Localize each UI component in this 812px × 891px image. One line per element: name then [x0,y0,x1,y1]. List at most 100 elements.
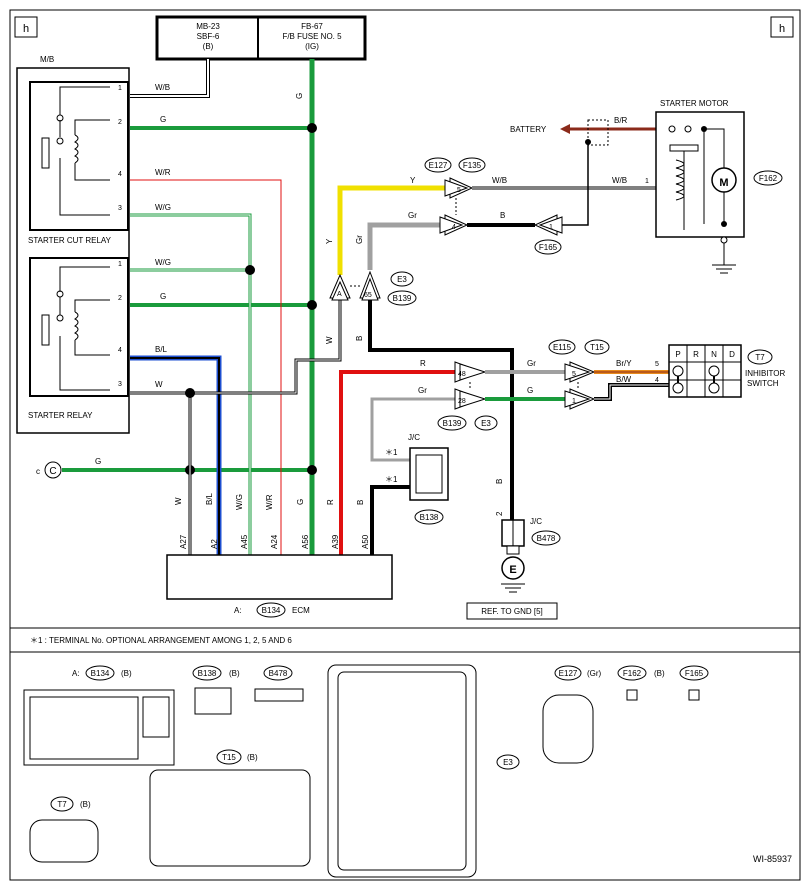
corner-mark-left-text: h [23,23,29,35]
wire-gr-vertical: Gr [355,235,364,244]
pin-b139-a: A [337,291,342,298]
svg-text:F165: F165 [685,669,704,678]
svg-text:B134: B134 [91,669,110,678]
wire-g-t15: G [527,386,533,395]
wire-wg-2: W/G [155,258,171,267]
jc-label-1: J/C [408,433,420,442]
wire-gr-small: Gr [418,386,427,395]
starter-cut-relay-title: STARTER CUT RELAY [28,236,112,245]
ecm-wire-wr: W/R [265,494,274,510]
svg-text:F162: F162 [623,669,642,678]
conn-t15: T15 [590,343,604,352]
mb-label: M/B [40,55,54,64]
connector-view-f165: F165 [679,665,709,701]
ecm-wire-b: B [356,500,365,505]
svg-text:B138: B138 [198,669,217,678]
fuse-left-line1: MB-23 [196,22,220,31]
wire-b-f165: B [500,211,505,220]
ecm-label-prefix: A: [234,606,242,615]
wire-bw: B/W [616,375,632,384]
starter-motor-title: STARTER MOTOR [660,99,729,108]
pin-t15-1: 1 [572,398,576,405]
connector-view-b134: A: B134 (B) [23,665,175,766]
footnote: ＊1 : TERMINAL No. OPTIONAL ARRANGEMENT A… [30,636,292,645]
ecm-pin-a2: A2 [210,539,219,549]
ecm-label-suffix: ECM [292,606,310,615]
conn-f135: F135 [463,161,482,170]
sr-pin-4: 4 [118,347,122,354]
conn-e127: E127 [429,161,448,170]
conn-b139-top: B139 [393,294,412,303]
pin-t7-4: 4 [655,377,659,384]
starter-relay [29,257,129,397]
pin-e127-4: 4 [452,224,456,231]
doc-id: WI-85937 [753,854,792,864]
conn-e3-top: E3 [397,275,407,284]
connector-view-e127: E127 (Gr) [542,665,602,764]
ecm-pin-a56: A56 [301,534,310,549]
wire-bl: B/L [155,345,168,354]
wire-br: B/R [614,116,628,125]
connector-view-e3: E3 [327,664,520,878]
wire-gr: Gr [408,211,417,220]
ecm-wire-wg: W/G [235,494,244,510]
svg-text:A:: A: [72,669,80,678]
wire-g-c: G [95,457,101,466]
connector-view-b138: B138 (B) [192,665,240,715]
wire-y-vertical: Y [325,238,334,244]
wire-w: W [155,380,163,389]
motor-symbol: M [719,177,728,189]
starter-cut-relay [29,81,129,231]
connector-view-b478: B478 [254,665,304,702]
wire-r: R [420,359,426,368]
pin-t15-5: 5 [572,371,576,378]
conn-e115: E115 [553,343,572,352]
wire-gr-t15: Gr [527,359,536,368]
wire-wr: W/R [155,168,171,177]
ecm-pin-a24: A24 [270,534,279,549]
conn-f165: F165 [539,243,558,252]
svg-text:B478: B478 [269,669,288,678]
jc-star-2: ＊1 [385,475,398,484]
scr-pin-1: 1 [118,85,122,92]
sm-pin-1: 1 [645,178,649,185]
fuse-right-line3: (IG) [305,42,319,51]
wire-b-vertical: B [355,336,364,341]
ecm-pin-labels: A27 A2 A45 A24 A56 A39 A50 [179,534,370,549]
wire-y: Y [410,176,416,185]
wire-wg-1: W/G [155,203,171,212]
svg-text:T7: T7 [57,800,67,809]
wire-g-2: G [160,292,166,301]
connector-view-t7: T7 (B) [29,796,99,863]
ecm-wire-bl: B/L [205,492,214,505]
svg-text:(B): (B) [229,669,240,678]
mb-box [16,67,130,434]
svg-text:T15: T15 [222,753,236,762]
wire-bry: Br/Y [616,359,632,368]
pin-b139-65: 65 [364,292,372,299]
conn-e3-bottom: E3 [481,419,491,428]
ecm-wire-w: W [174,497,183,505]
conn-t7: T7 [755,353,765,362]
ecm-pin-a39: A39 [331,534,340,549]
fuse-left-line2: SBF-6 [197,32,220,41]
corner-mark-right [770,16,794,38]
pin-b139-48: 48 [458,371,466,378]
svg-text:E127: E127 [559,669,578,678]
svg-text:(B): (B) [80,800,91,809]
ecm-label-conn: B134 [262,606,281,615]
inhibitor-title-1: INHIBITOR [745,369,786,378]
battery-label: BATTERY [510,125,547,134]
sr-pin-1: 1 [118,261,122,268]
svg-text:E3: E3 [503,758,513,767]
scr-pin-4: 4 [118,171,122,178]
ecm-pin-a27: A27 [179,534,188,549]
pos-d: D [729,350,735,359]
wire-wb-1: W/B [492,176,507,185]
connector-view-f162: F162 (B) [617,665,665,701]
frame [9,9,801,881]
connector-view-t15: T15 (B) [149,749,311,867]
sr-pin-3: 3 [118,381,122,388]
c-marker: C [49,466,56,477]
